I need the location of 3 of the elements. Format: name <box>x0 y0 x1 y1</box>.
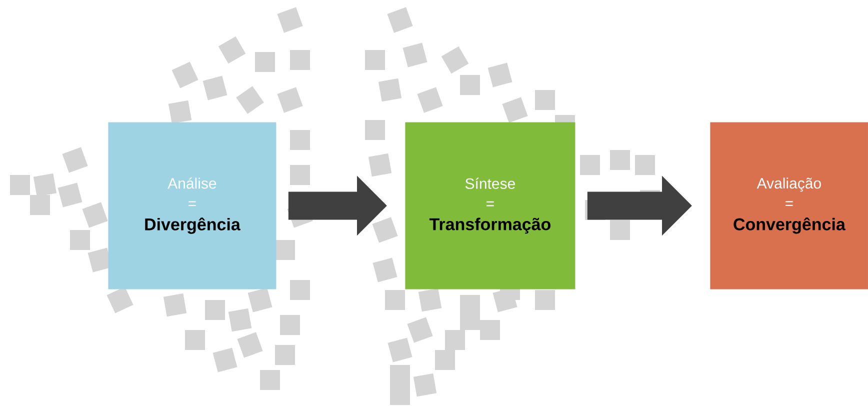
process-box: Síntese = Transformação <box>405 122 576 290</box>
process-box: Avaliação = Convergência <box>710 122 868 290</box>
process-box: Análise = Divergência <box>108 122 276 290</box>
